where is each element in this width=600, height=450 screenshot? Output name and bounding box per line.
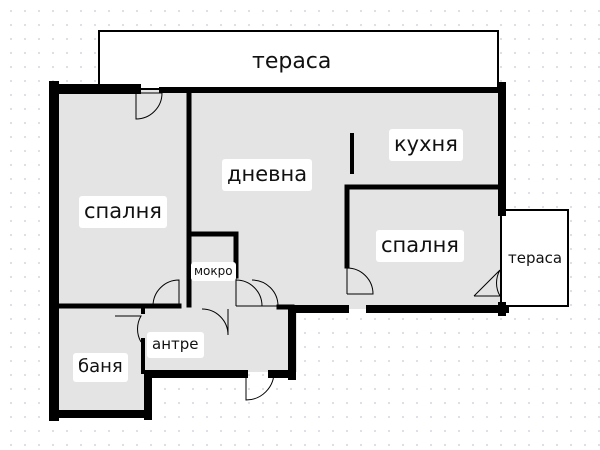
door-swings bbox=[115, 92, 501, 401]
door-arc bbox=[152, 279, 180, 307]
room-label-hallway: антре bbox=[147, 332, 204, 358]
door-arc bbox=[346, 267, 374, 295]
room-label-terrace-right: тераса bbox=[503, 246, 568, 272]
room-label-bathroom: баня bbox=[73, 353, 128, 382]
terrace-top bbox=[98, 30, 499, 90]
door-arc bbox=[201, 308, 229, 336]
door-arc bbox=[473, 269, 501, 297]
room-label-bedroom-left: спалня bbox=[79, 196, 167, 228]
door-arc bbox=[251, 279, 279, 307]
room-label-living-room: дневна bbox=[222, 159, 313, 191]
door-arc bbox=[245, 371, 275, 401]
walls bbox=[49, 81, 509, 421]
room-label-bedroom-right: спалня bbox=[376, 230, 464, 262]
door-arc bbox=[235, 276, 263, 307]
room-label-kitchen: кухня bbox=[389, 129, 463, 161]
door-arc bbox=[115, 315, 142, 343]
room-label-wc: мокро bbox=[191, 262, 236, 281]
room-label-terrace-top: тераса bbox=[247, 46, 337, 79]
door-arc bbox=[135, 92, 163, 120]
